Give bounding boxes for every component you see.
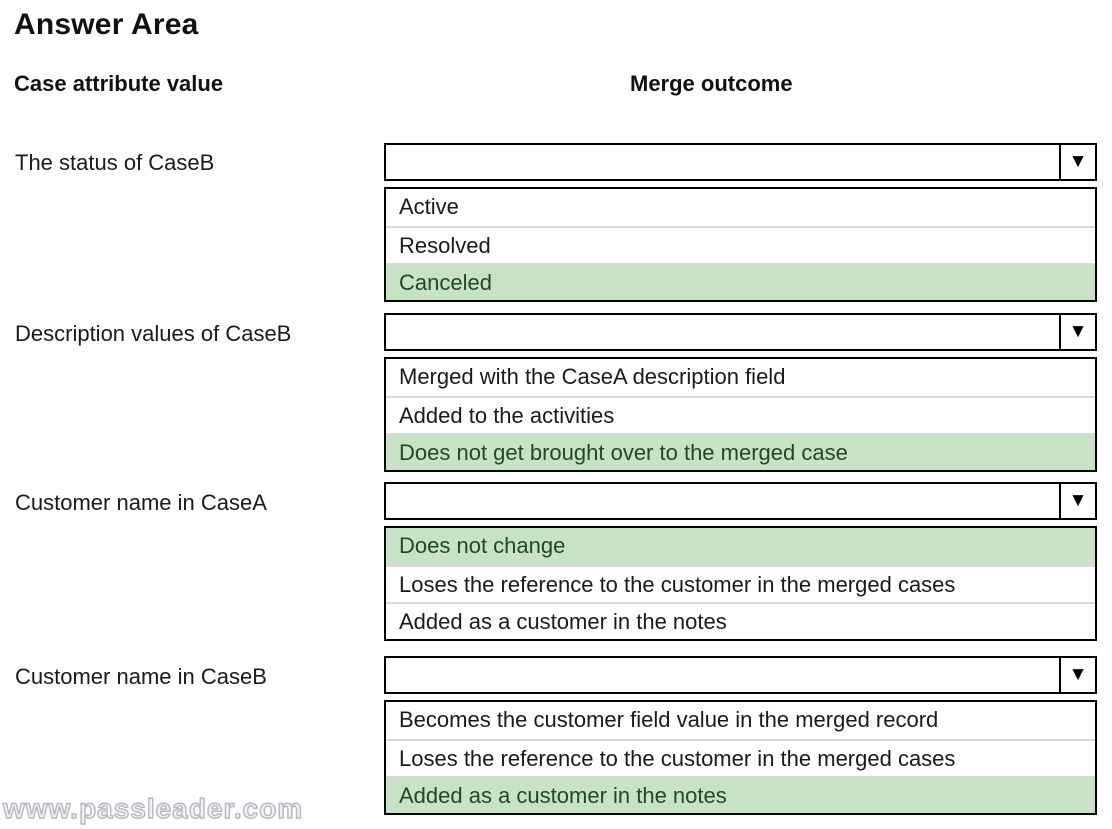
dropdown-group-description-caseb: ▼ Merged with the CaseA description fiel… [384, 313, 1097, 472]
option-item[interactable]: Merged with the CaseA description field [399, 364, 786, 389]
dropdown-select[interactable]: ▼ [384, 656, 1097, 694]
column-header-merge-outcome: Merge outcome [630, 71, 793, 96]
dropdown-selected-value[interactable] [386, 658, 1059, 692]
dropdown-options-list: Becomes the customer field value in the … [384, 700, 1097, 815]
option-item-highlighted[interactable]: Added as a customer in the notes [386, 776, 1095, 813]
option-item[interactable]: Loses the reference to the customer in t… [386, 565, 1095, 602]
chevron-down-icon: ▼ [1068, 150, 1088, 172]
option-item[interactable]: Added as a customer in the notes [386, 602, 1095, 639]
dropdown-options-list: Does not change Loses the reference to t… [384, 526, 1097, 641]
dropdown-arrow-button[interactable]: ▼ [1059, 658, 1095, 692]
dropdown-arrow-button[interactable]: ▼ [1059, 315, 1095, 349]
dropdown-arrow-button[interactable]: ▼ [1059, 145, 1095, 179]
dropdown-select[interactable]: ▼ [384, 143, 1097, 181]
dropdown-selected-value[interactable] [386, 315, 1059, 349]
dropdown-selected-value[interactable] [386, 145, 1059, 179]
dropdown-group-customer-caseb: ▼ Becomes the customer field value in th… [384, 656, 1097, 815]
option-item-highlighted[interactable]: Canceled [386, 263, 1095, 300]
option-item[interactable]: Active [399, 194, 459, 219]
dropdown-arrow-button[interactable]: ▼ [1059, 484, 1095, 518]
row-label-customer-caseb: Customer name in CaseB [15, 664, 267, 689]
page-title: Answer Area [14, 8, 199, 41]
dropdown-options-list: Active Resolved Canceled [384, 187, 1097, 302]
option-item[interactable]: Resolved [386, 226, 1095, 263]
row-label-description-caseb: Description values of CaseB [15, 321, 292, 346]
chevron-down-icon: ▼ [1068, 663, 1088, 685]
dropdown-group-status-caseb: ▼ Active Resolved Canceled [384, 143, 1097, 302]
option-item-highlighted[interactable]: Does not change [386, 528, 1095, 565]
dropdown-select[interactable]: ▼ [384, 482, 1097, 520]
dropdown-selected-value[interactable] [386, 484, 1059, 518]
option-item[interactable]: Added to the activities [386, 396, 1095, 433]
chevron-down-icon: ▼ [1068, 320, 1088, 342]
chevron-down-icon: ▼ [1068, 489, 1088, 511]
option-item[interactable]: Loses the reference to the customer in t… [386, 739, 1095, 776]
column-header-case-attribute: Case attribute value [14, 71, 224, 96]
row-label-status-caseb: The status of CaseB [15, 150, 215, 175]
dropdown-options-list: Merged with the CaseA description field … [384, 357, 1097, 472]
row-label-customer-casea: Customer name in CaseA [15, 490, 267, 515]
watermark: www.passleader.com [2, 792, 304, 824]
option-item-highlighted[interactable]: Does not get brought over to the merged … [386, 433, 1095, 470]
dropdown-select[interactable]: ▼ [384, 313, 1097, 351]
option-item[interactable]: Becomes the customer field value in the … [399, 707, 939, 732]
dropdown-group-customer-casea: ▼ Does not change Loses the reference to… [384, 482, 1097, 641]
